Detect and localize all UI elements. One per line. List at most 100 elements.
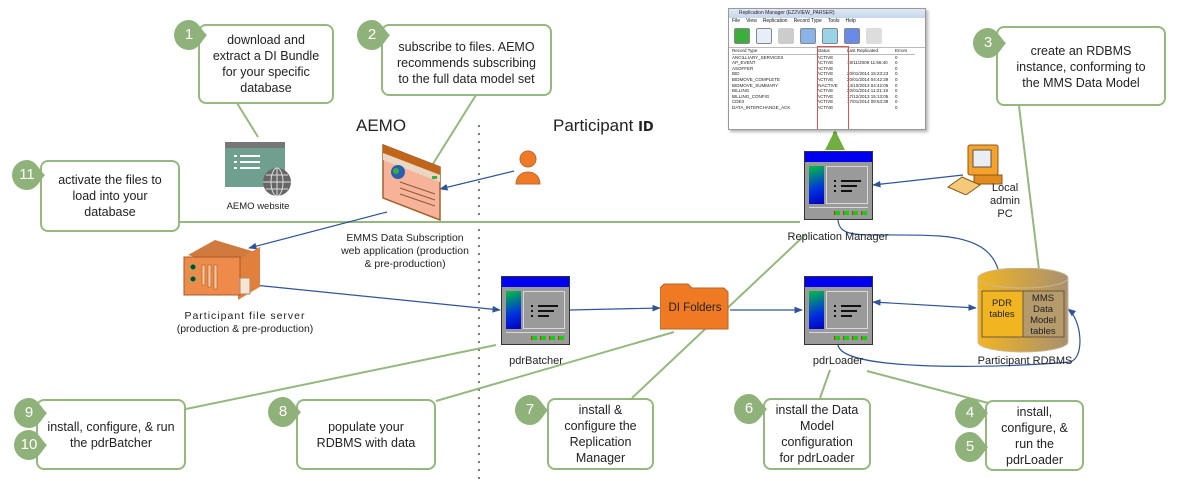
rm-cell: 20/01/2014 15:23:23: [847, 71, 889, 77]
leader-6: [819, 369, 831, 399]
emms-webapp-icon: [380, 142, 450, 222]
step-badge-11: 11: [12, 160, 45, 190]
flow-batcher-to-folders: [569, 304, 661, 312]
rm-cell: BIDMOVE_SUMMARY: [732, 82, 779, 88]
rm-cell: 17/12/2013 15:13:05: [847, 93, 889, 99]
rm-record-table: Record Type Status Last Replicated Error…: [729, 48, 925, 55]
file-server-label: Participant file server: [184, 310, 306, 322]
step-badge-5: 5: [955, 432, 988, 462]
rm-cell: ACTIVE: [817, 104, 834, 110]
emms-webapp-label: EMMS Data Subscription web application (…: [341, 232, 469, 270]
flow-webapp-to-fileserver: [248, 211, 388, 250]
rm-cell: BID: [732, 71, 740, 77]
step-badge-10: 10: [14, 430, 47, 460]
callout-step-4-5: install, configure, & run the pdrLoader: [985, 400, 1084, 471]
rm-cell: ACTIVE: [817, 88, 834, 94]
replication-manager-icon: [804, 151, 873, 220]
step-badge-8: 8: [268, 397, 301, 427]
aemo-website-label: AEMO website: [226, 201, 290, 212]
rm-cell: 0: [895, 54, 898, 60]
file-server-env-label: (production & pre-production): [176, 323, 314, 335]
rdbms-mms-tables-label: MMS Data Model tables: [1030, 293, 1056, 337]
refresh-icon: [734, 28, 750, 44]
leader-9: [185, 344, 497, 410]
rm-cell: ACTIVE: [817, 99, 834, 105]
pdr-batcher-icon: [501, 276, 570, 345]
callout-step-2: subscribe to files. AEMO recommends subs…: [381, 24, 552, 96]
rm-menu-view: View: [746, 18, 757, 24]
rm-cell: [847, 105, 895, 111]
rm-menu-tools: Tools: [827, 18, 840, 24]
local-admin-pc-icon: [946, 143, 1006, 196]
leader-8: [435, 331, 675, 402]
rm-cell: 17/01/2014 09:53:39: [847, 99, 889, 105]
callout-step-7: install & configure the Replication Mana…: [547, 398, 654, 470]
rm-cell: 0: [895, 104, 898, 110]
rm-col-record-type: Record Type: [732, 48, 817, 55]
step-badge-4: 4: [955, 398, 988, 428]
rm-cell: 0: [895, 60, 898, 66]
flow-repmgr-to-pdr: [837, 219, 1005, 293]
rm-cell: 0: [895, 71, 898, 77]
leader-2: [425, 94, 477, 176]
rm-cell: 0: [895, 99, 898, 105]
callout-step-11: activate the files to load into your dat…: [40, 160, 180, 232]
callout-step-3: create an RDBMS instance, conforming to …: [996, 26, 1166, 106]
leader-3: [1018, 105, 1041, 279]
rm-cell: ACTIVE: [817, 54, 834, 60]
rm-cell: CDEII: [732, 99, 745, 105]
callout-step-6: install the Data Model configuration for…: [763, 398, 871, 470]
rm-cell: BILLING: [732, 88, 750, 94]
leader-4: [866, 370, 989, 404]
pdr-batcher-label: pdrBatcher: [509, 355, 563, 367]
rm-cell: DATA_INTERCHANGE_ACK: [732, 104, 791, 110]
rm-col-errors: Errors: [895, 48, 915, 55]
rm-menu-help: Help: [845, 18, 856, 24]
step-badge-3: 3: [973, 28, 1006, 58]
rm-cell: BILLING_CONFIG: [732, 93, 770, 99]
di-folders-icon: [659, 280, 730, 330]
rm-window-title: Replication Manager (EZ2VIEW_PARSER): [729, 9, 925, 18]
step-badge-6: 6: [734, 394, 767, 424]
flow-loader-to-mms: [837, 308, 1081, 367]
rm-cell: 0: [895, 82, 898, 88]
rm-cell: INACTIVE: [817, 82, 838, 88]
rm-menu-replication: Replication: [762, 18, 788, 24]
flow-user-to-webapp: [439, 170, 515, 191]
flow-fileserver-to-batcher: [253, 284, 501, 313]
pdr-loader-icon: [804, 276, 873, 345]
rm-menu-record-type: Record Type: [793, 18, 822, 24]
network-icon: [800, 28, 816, 44]
rm-col-last-replicated: Last Replicated: [847, 48, 895, 55]
callout-step-9-10: install, configure, & run the pdrBatcher: [36, 399, 186, 470]
rm-cell: ASOFFER: [732, 65, 754, 71]
status-highlight-box: [817, 46, 849, 129]
pdr-loader-label: pdrLoader: [812, 355, 864, 367]
rm-cell: ACTIVE: [817, 76, 834, 82]
help-icon: [756, 28, 772, 44]
edit-disabled-icon: [866, 28, 882, 44]
replication-manager-screenshot: Replication Manager (EZ2VIEW_PARSER) Fil…: [728, 8, 926, 130]
rm-cell: 18/11/2009 11:56:40: [847, 60, 888, 66]
rm-cell: ACTIVE: [817, 65, 834, 71]
rm-menubar: File View Replication Record Type Tools …: [729, 18, 925, 25]
participant-user-icon: [514, 150, 542, 186]
participant-rdbms-icon: [977, 267, 1069, 354]
network-disabled-icon: [778, 28, 794, 44]
rm-toolbar: [729, 25, 925, 48]
step-badge-2: 2: [357, 20, 390, 50]
leader-1: [236, 102, 259, 138]
rm-cell: 20/01/2014 11:21:19: [847, 88, 888, 94]
schedule-icon: [822, 28, 838, 44]
step-badge-7: 7: [515, 395, 548, 425]
computer-icon: [844, 28, 860, 44]
callout-step-8: populate your RDBMS with data: [296, 399, 436, 470]
rm-menu-file: File: [732, 18, 741, 24]
zone-label-aemo: AEMO: [356, 116, 407, 135]
rm-cell: 0: [895, 65, 898, 71]
rm-cell: ACTIVE: [817, 71, 834, 77]
rm-cell: ANCILLIARY_SERVICES: [732, 54, 784, 60]
callout-step-1: download and extract a DI Bundle for you…: [198, 24, 334, 104]
